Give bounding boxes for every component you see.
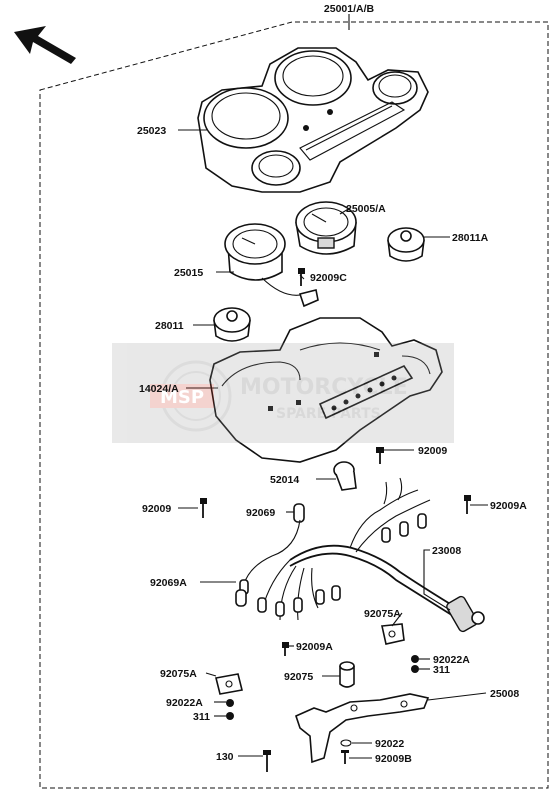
label-washer: 92022 [375, 738, 404, 750]
screw-92009c [298, 268, 319, 308]
meter-housing [209, 317, 443, 463]
label-lamp-a: 28011A [452, 232, 489, 244]
direction-arrow-icon [14, 26, 76, 64]
label-screw-1: 92009 [418, 445, 447, 457]
label-case: 25023 [137, 125, 166, 137]
speedometer [224, 223, 306, 296]
leader-lines [178, 14, 488, 759]
label-washer-a2: 92022A [166, 697, 203, 709]
screw-92009-left [200, 498, 207, 518]
label-tacho: 25005/A [346, 203, 386, 215]
bulb-socket [333, 461, 357, 491]
watermark-badge: MSP [160, 387, 204, 408]
label-washer-a1: 92022A [433, 654, 470, 666]
rubber-cap [293, 503, 305, 523]
label-stay: 25008 [490, 688, 519, 700]
label-speedo: 25015 [174, 267, 203, 279]
screw-92009-right [376, 447, 384, 464]
tachometer [295, 201, 357, 255]
washer-92022 [340, 739, 352, 747]
indicator-lamp [213, 307, 251, 342]
label-screw-b: 92009B [375, 753, 412, 765]
label-screw-c: 92009C [310, 272, 347, 284]
rubber-cap-a [235, 589, 247, 607]
label-bolt: 130 [216, 751, 234, 763]
watermark: MSP MOTORCYCLE SPARE PARTS [112, 343, 454, 443]
damper-a-right [381, 623, 405, 645]
label-harness: 23008 [432, 545, 461, 557]
damper-a-left [215, 673, 243, 695]
label-screw-a1: 92009A [490, 500, 527, 512]
label-bracket-a1: 92075A [364, 608, 401, 620]
instrument-case [197, 47, 429, 193]
label-nut-2: 311 [193, 711, 210, 723]
label-screw-2: 92009 [142, 503, 171, 515]
label-damper: 92075 [284, 671, 313, 683]
label-bracket-a2: 92075A [160, 668, 197, 680]
wiring-harness [239, 477, 485, 633]
watermark-line1: MOTORCYCLE [240, 375, 408, 400]
screw-92009b [341, 750, 349, 764]
screw-92009a-mid [282, 642, 289, 656]
label-housing: 14024/A [139, 383, 179, 395]
label-nut-1: 311 [433, 664, 450, 676]
watermark-line2: SPARE PARTS [276, 406, 381, 422]
washer-nut-right [411, 655, 419, 673]
label-cap-a: 92069A [150, 577, 187, 589]
assembly-boundary [39, 21, 549, 789]
screw-92009a-right [464, 495, 471, 514]
label-screw-a2: 92009A [296, 641, 333, 653]
label-cap: 92069 [246, 507, 275, 519]
damper [339, 661, 355, 688]
indicator-lamp-a [387, 227, 425, 262]
label-socket: 52014 [270, 474, 299, 486]
washer-nut-left [226, 699, 234, 720]
label-lamp: 28011 [155, 320, 184, 332]
meter-stay [295, 693, 430, 764]
label-assembly: 25001/A/B [324, 3, 375, 15]
part-labels: 25001/A/B 25023 25005/A 28011A 25015 920… [137, 3, 527, 765]
bolt-130 [263, 750, 271, 772]
